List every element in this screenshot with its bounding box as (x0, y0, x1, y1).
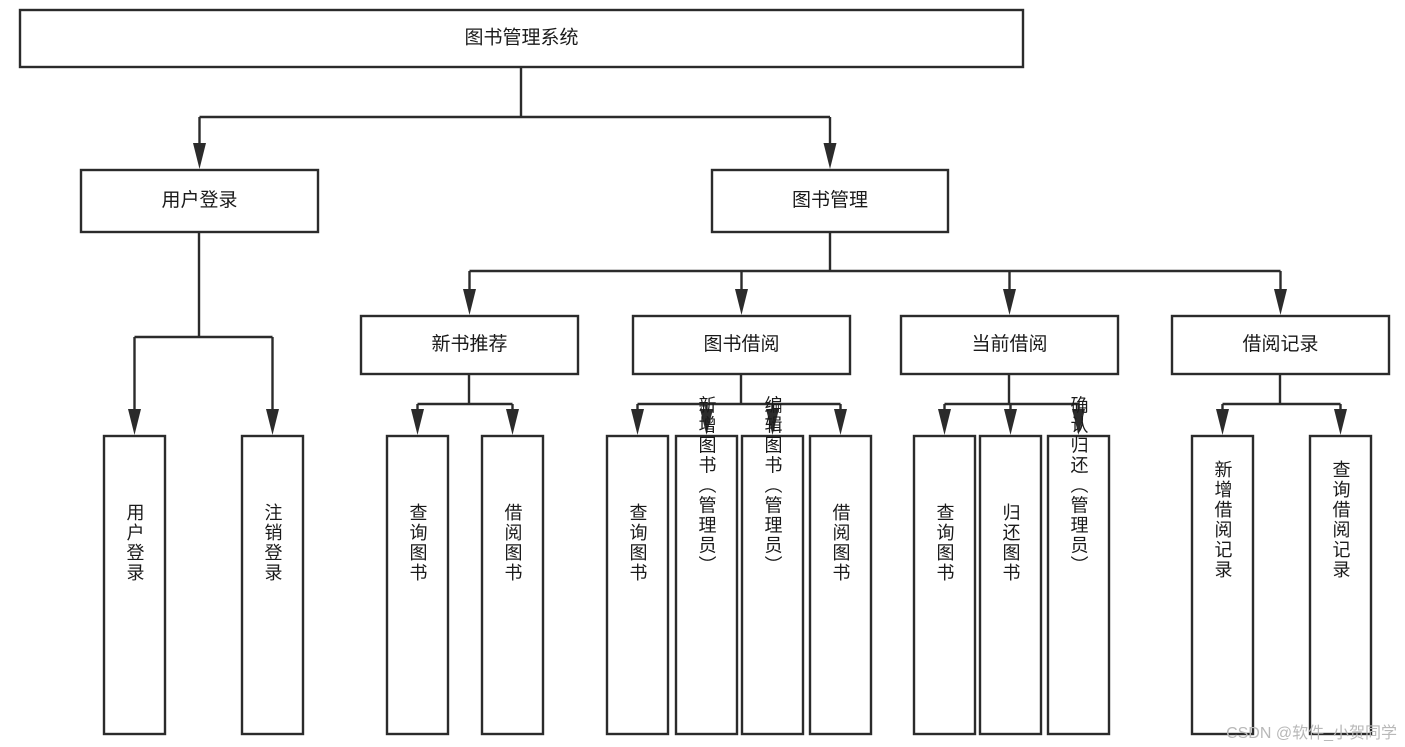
node-box[interactable] (978, 434, 1043, 736)
connector-group-new-book-rec (411, 374, 519, 435)
node-box[interactable] (1190, 434, 1255, 736)
node-leaf-user-login[interactable]: 用户登录 (102, 434, 167, 736)
arrow-head-icon (411, 409, 424, 435)
node-leaf-confirm-return[interactable]: 确认归还（管理员） (1046, 395, 1111, 736)
node-leaf-borrow-book-2[interactable]: 借阅图书 (808, 434, 873, 736)
node-box[interactable] (480, 434, 545, 736)
node-leaf-query-record[interactable]: 查询借阅记录 (1308, 434, 1373, 736)
connector-group-borrow-record (1216, 374, 1347, 435)
node-box[interactable] (808, 434, 873, 736)
arrow-head-icon (1334, 409, 1347, 435)
node-leaf-return-book[interactable]: 归还图书 (978, 434, 1043, 736)
node-box[interactable] (710, 168, 950, 234)
node-leaf-borrow-book-1[interactable]: 借阅图书 (480, 434, 545, 736)
node-label: 借阅图书 (831, 503, 851, 583)
arrow-head-icon (463, 289, 476, 315)
node-box[interactable] (605, 434, 670, 736)
node-leaf-query-book-1[interactable]: 查询图书 (385, 434, 450, 736)
arrow-head-icon (700, 409, 713, 435)
arrow-head-icon (823, 143, 837, 169)
arrow-head-icon (735, 289, 748, 315)
node-current-borrow[interactable]: 当前借阅 (899, 314, 1120, 376)
node-box[interactable] (18, 8, 1025, 69)
node-label: 查询图书 (628, 503, 648, 583)
node-box[interactable] (912, 434, 977, 736)
node-box[interactable] (385, 434, 450, 736)
arrow-head-icon (631, 409, 644, 435)
node-label: 编辑图书（管理员） (763, 395, 783, 575)
node-label: 新书推荐 (431, 333, 507, 355)
node-root[interactable]: 图书管理系统 (18, 8, 1025, 69)
node-label: 归还图书 (1001, 503, 1021, 583)
node-user-login[interactable]: 用户登录 (79, 168, 320, 234)
connector-group-root (193, 67, 837, 169)
node-box[interactable] (674, 434, 739, 736)
node-leaf-add-record[interactable]: 新增借阅记录 (1190, 434, 1255, 736)
arrow-head-icon (1003, 289, 1016, 315)
arrow-head-icon (1274, 289, 1287, 315)
node-leaf-query-book-3[interactable]: 查询图书 (912, 434, 977, 736)
node-label: 当前借阅 (971, 333, 1047, 355)
node-label: 借阅记录 (1242, 333, 1318, 355)
node-label: 借阅图书 (503, 503, 523, 583)
connector-layer (128, 67, 1347, 435)
node-label: 新增借阅记录 (1213, 460, 1233, 580)
node-box[interactable] (1046, 434, 1111, 736)
connector-group-book-manage (463, 232, 1287, 315)
node-leaf-query-book-2[interactable]: 查询图书 (605, 434, 670, 736)
node-leaf-logout[interactable]: 注销登录 (240, 434, 305, 736)
node-box[interactable] (359, 314, 580, 376)
node-label: 查询借阅记录 (1331, 460, 1351, 580)
arrow-head-icon (834, 409, 847, 435)
node-box[interactable] (1308, 434, 1373, 736)
node-box[interactable] (102, 434, 167, 736)
connector-group-book-borrow (631, 374, 847, 435)
node-new-book-rec[interactable]: 新书推荐 (359, 314, 580, 376)
node-label: 图书管理 (792, 189, 868, 211)
arrow-head-icon (128, 409, 141, 435)
node-leaf-add-book[interactable]: 新增图书（管理员） (674, 395, 739, 736)
connector-group-user-login (128, 232, 279, 435)
connector-group-current-borrow (938, 374, 1085, 435)
node-label: 图书借阅 (703, 333, 779, 355)
arrow-head-icon (1072, 409, 1085, 435)
arrow-head-icon (766, 409, 779, 435)
arrow-head-icon (193, 143, 206, 169)
node-label: 查询图书 (408, 503, 428, 583)
node-layer: 图书管理系统用户登录图书管理新书推荐图书借阅当前借阅借阅记录用户登录注销登录查询… (18, 8, 1391, 736)
node-box[interactable] (1170, 314, 1391, 376)
node-label: 图书管理系统 (464, 27, 578, 49)
arrow-head-icon (1004, 409, 1017, 435)
arrow-head-icon (506, 409, 519, 435)
node-box[interactable] (79, 168, 320, 234)
node-leaf-edit-book[interactable]: 编辑图书（管理员） (740, 395, 805, 736)
csdn-watermark: CSDN @软件_小贺同学 (1226, 725, 1397, 742)
node-label: 新增图书（管理员） (697, 395, 717, 575)
node-label: 用户登录 (125, 503, 145, 583)
arrow-head-icon (266, 409, 279, 435)
node-label: 确认归还（管理员） (1069, 395, 1089, 575)
node-label: 用户登录 (161, 189, 237, 211)
node-book-manage[interactable]: 图书管理 (710, 168, 950, 234)
node-box[interactable] (899, 314, 1120, 376)
arrow-head-icon (1216, 409, 1229, 435)
node-box[interactable] (240, 434, 305, 736)
node-borrow-record[interactable]: 借阅记录 (1170, 314, 1391, 376)
node-book-borrow[interactable]: 图书借阅 (631, 314, 852, 376)
node-box[interactable] (631, 314, 852, 376)
node-label: 注销登录 (263, 503, 283, 583)
node-box[interactable] (740, 434, 805, 736)
arrow-head-icon (938, 409, 951, 435)
node-label: 查询图书 (935, 503, 955, 583)
